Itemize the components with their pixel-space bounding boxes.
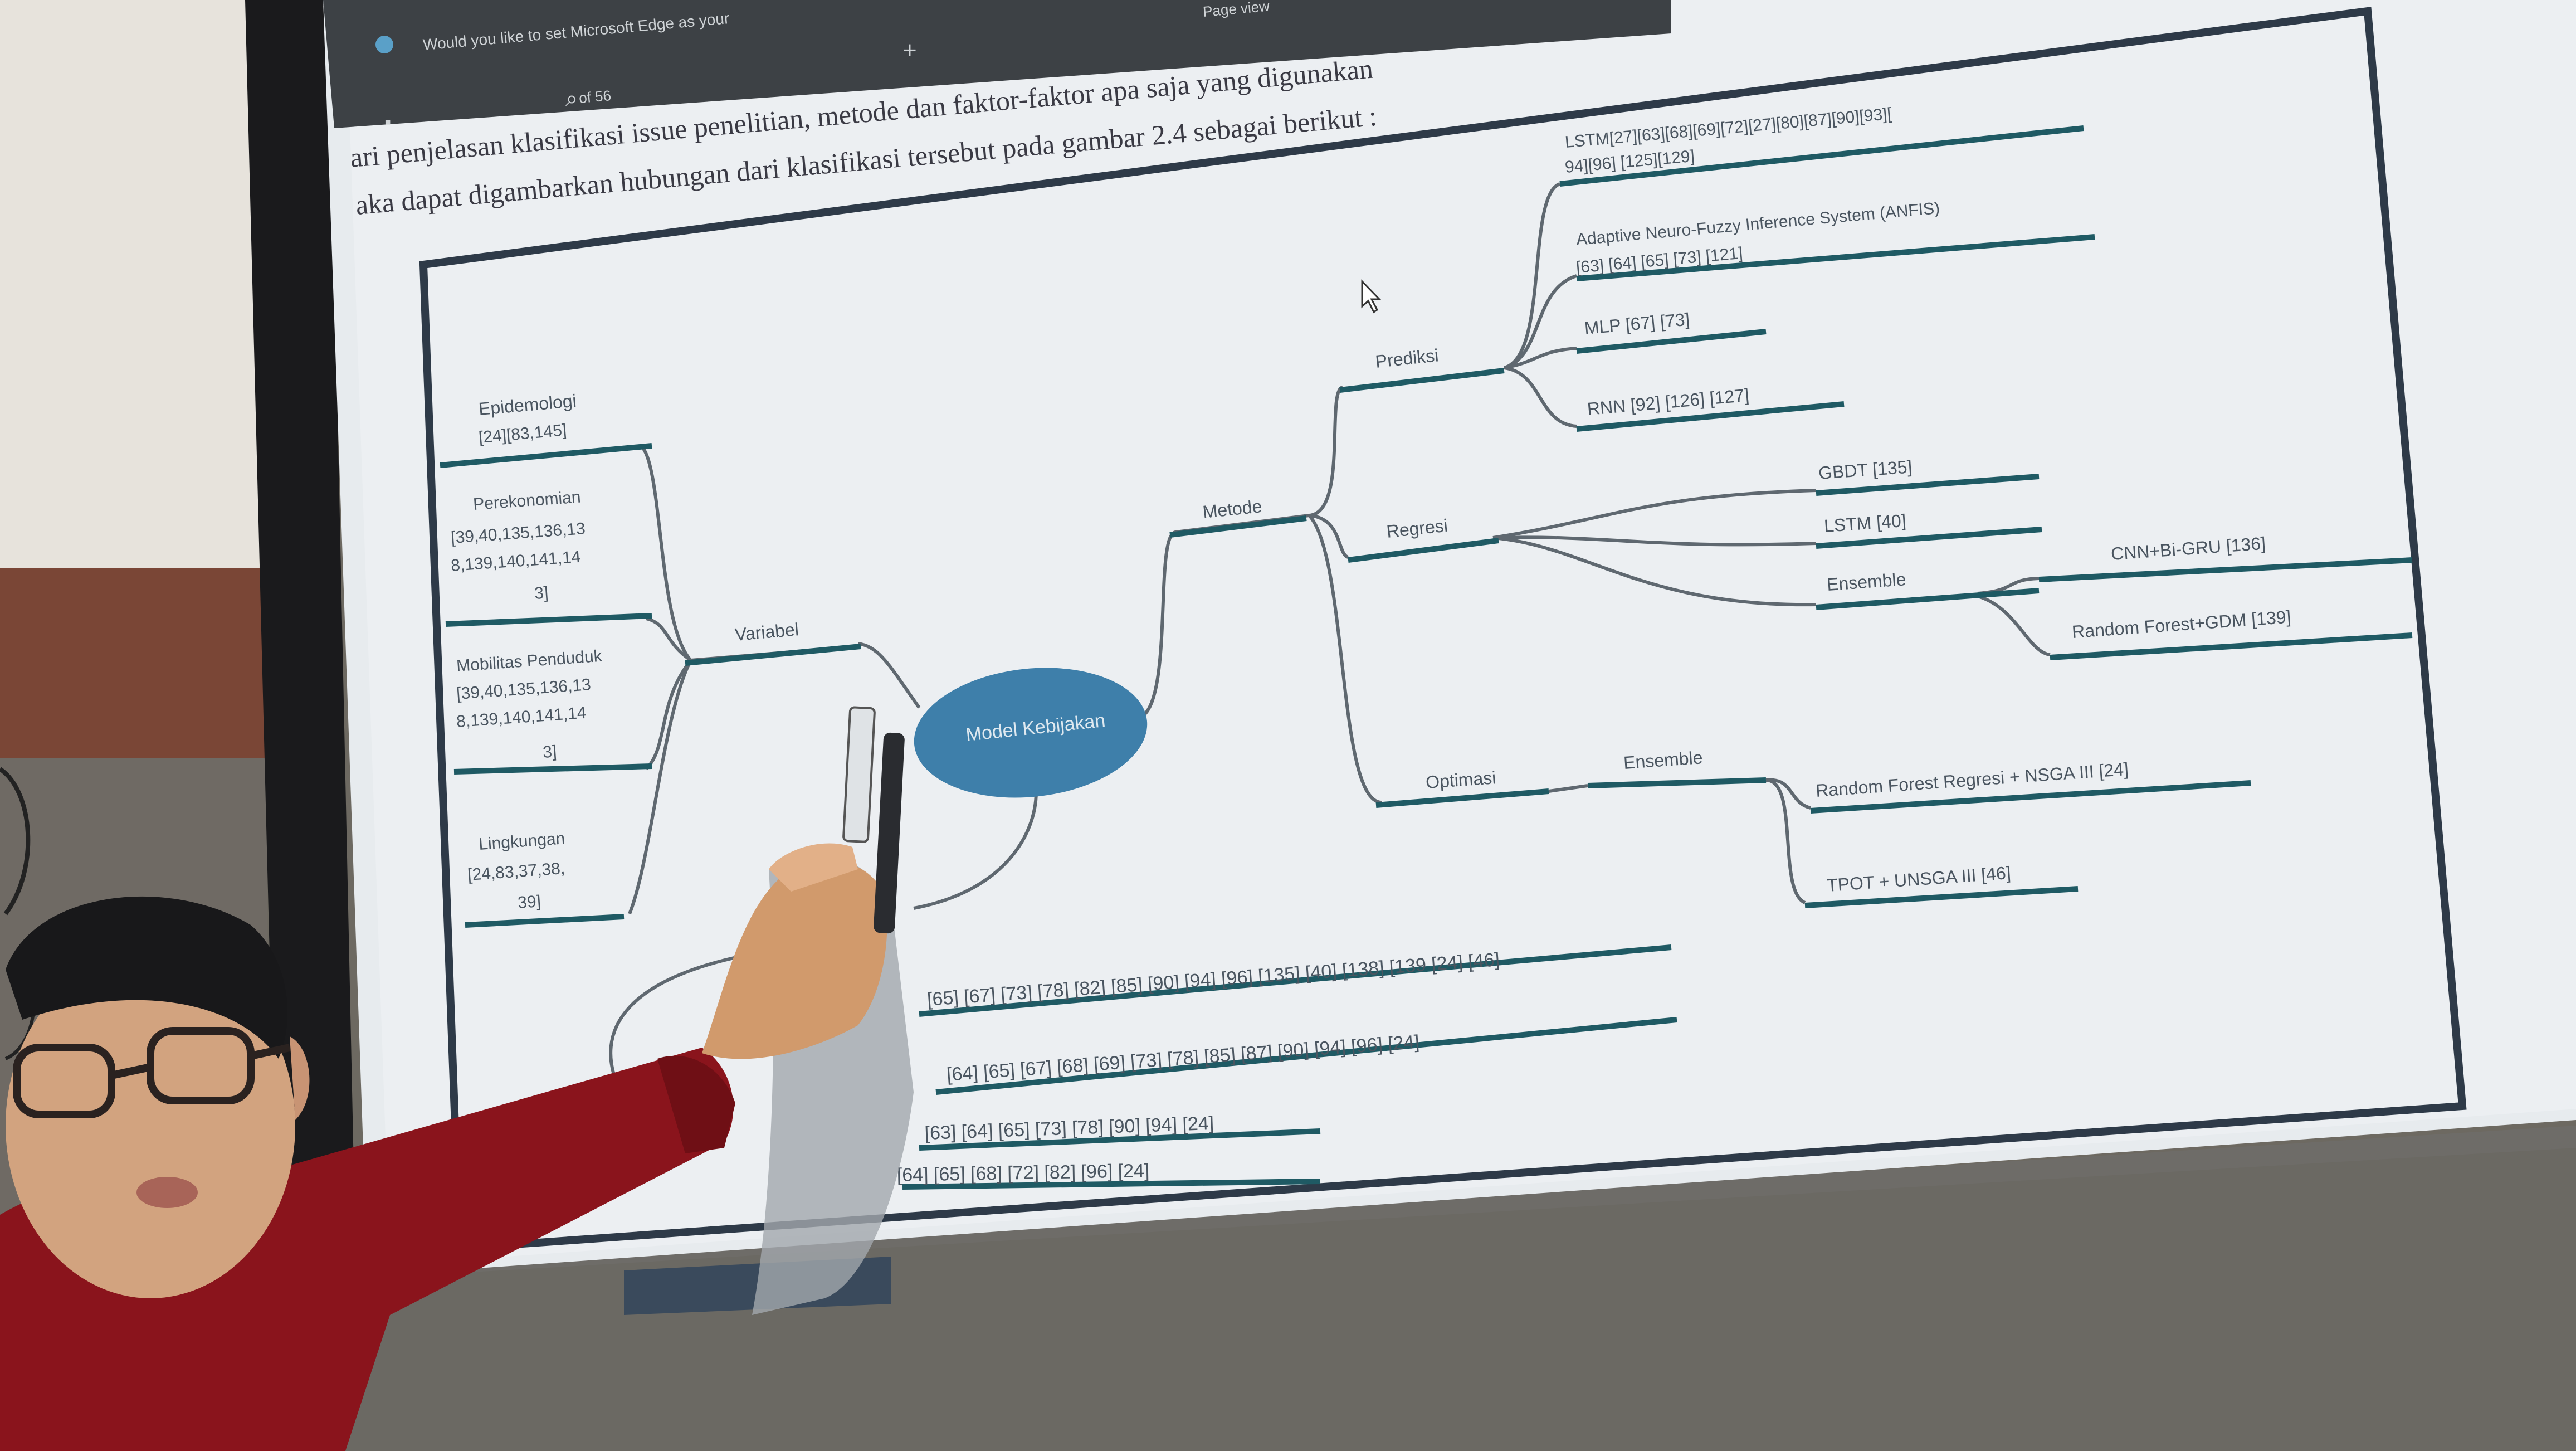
person-mouth xyxy=(136,1177,198,1208)
mouse-cursor-icon xyxy=(1361,279,1382,314)
person-hair xyxy=(6,896,287,1059)
underlines xyxy=(440,125,2413,1190)
floor-area xyxy=(312,1148,2576,1451)
projection-surface-inner xyxy=(345,0,2576,1265)
variabel-item-refs: 39] xyxy=(517,892,541,912)
figure-frame xyxy=(419,7,2467,1253)
variabel-item-refs: 3] xyxy=(534,583,549,603)
wall-strip xyxy=(0,568,267,758)
optimasi-label: Optimasi xyxy=(1425,767,1496,792)
search-icon: ⌕ xyxy=(565,86,578,111)
variabel-item-refs: 3] xyxy=(542,742,557,762)
plus-icon: + xyxy=(902,37,917,64)
browser-zoom: of 56 xyxy=(578,87,612,106)
person-ear xyxy=(290,1036,310,1120)
browser-toolbar xyxy=(323,0,1671,128)
cable xyxy=(0,767,31,916)
person-sweater xyxy=(0,1048,734,1451)
sweater-cuff xyxy=(657,1055,735,1153)
edge-icon xyxy=(375,36,393,53)
wall-panel xyxy=(0,0,259,568)
glasses-icon xyxy=(13,1027,291,1118)
person-face xyxy=(6,953,295,1298)
menu-icon: ▪ xyxy=(384,111,391,133)
center-node xyxy=(914,668,1148,798)
person-hand xyxy=(702,860,887,1059)
person-finger xyxy=(769,843,858,892)
phone-screen xyxy=(842,706,876,843)
faktor-line: [64] [65] [68] [72] [82] [96] [24] xyxy=(896,1160,1149,1186)
phone-device xyxy=(874,732,905,934)
